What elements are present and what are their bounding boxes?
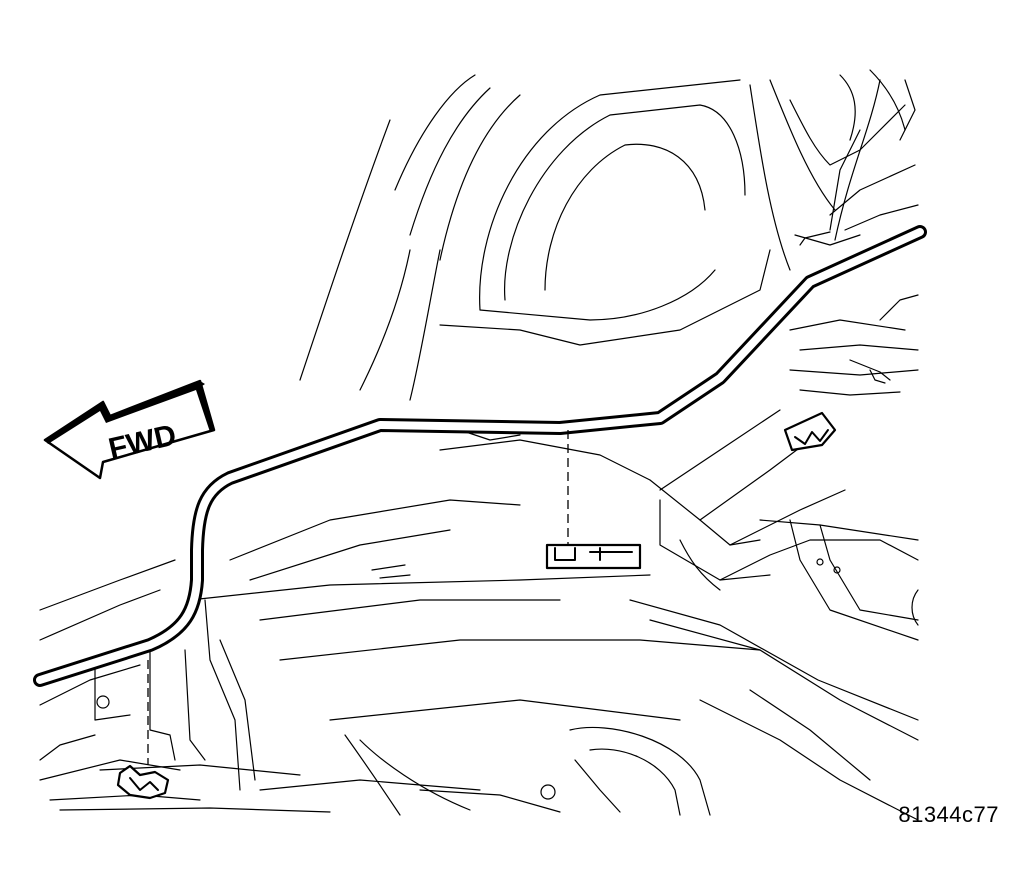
clip-leader-lines xyxy=(147,430,569,765)
fwd-direction-indicator: FWD xyxy=(43,379,216,480)
front-tube-clip xyxy=(116,764,170,800)
fuel-tube xyxy=(33,225,927,687)
rear-tube-clip xyxy=(783,411,837,452)
center-tube-clip xyxy=(545,543,642,570)
vehicle-underbody-linework xyxy=(39,69,919,821)
figure-number: 81344c77 xyxy=(898,802,999,827)
